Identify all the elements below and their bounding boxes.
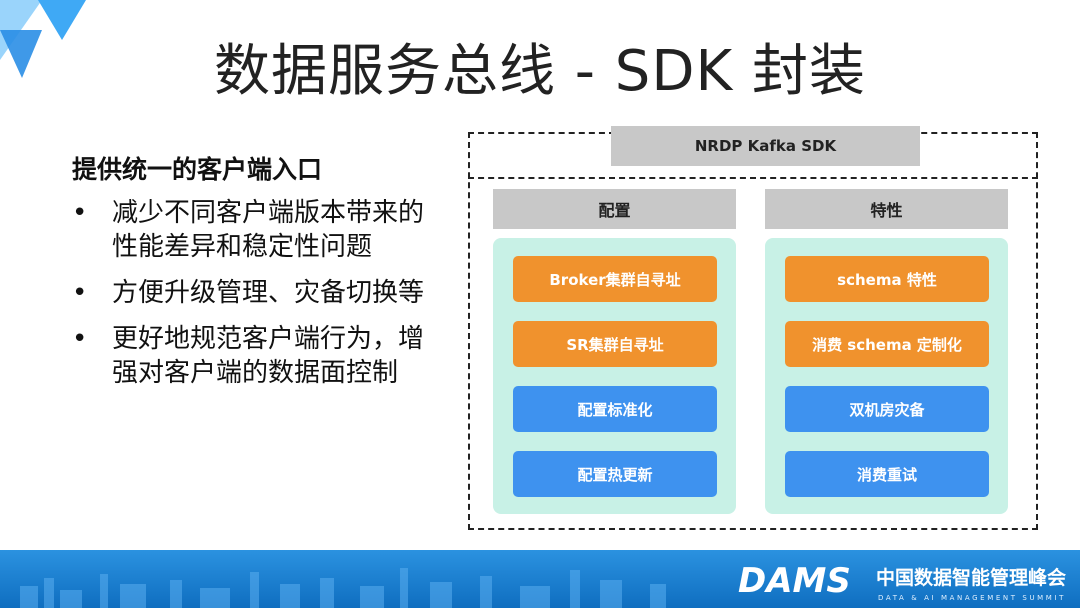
item-config-hot-update: 配置热更新 <box>513 451 717 497</box>
bullet-dot: • <box>72 278 88 308</box>
item-dual-dc-disaster-recovery: 双机房灾备 <box>785 386 989 432</box>
feature-column-header: 特性 <box>765 189 1008 229</box>
bullet-item: • 方便升级管理、灾备切换等 <box>72 276 442 310</box>
config-column-panel: Broker集群自寻址 SR集群自寻址 配置标准化 配置热更新 <box>493 238 736 514</box>
item-consumer-retry: 消费重试 <box>785 451 989 497</box>
item-schema-feature: schema 特性 <box>785 256 989 302</box>
left-text-panel: 提供统一的客户端入口 • 减少不同客户端版本带来的性能差异和稳定性问题 • 方便… <box>72 150 442 402</box>
bullet-item: • 减少不同客户端版本带来的性能差异和稳定性问题 <box>72 196 442 264</box>
sdk-architecture-diagram: NRDP Kafka SDK 配置 特性 Broker集群自寻址 SR集群自寻址… <box>468 126 1040 532</box>
bullet-text: 方便升级管理、灾备切换等 <box>112 278 425 308</box>
slide-title: 数据服务总线 - SDK 封装 <box>214 39 866 104</box>
bullet-text: 更好地规范客户端行为，增强对客户端的数据面控制 <box>112 324 425 388</box>
config-column-header: 配置 <box>493 189 736 229</box>
bullet-dot: • <box>72 324 88 354</box>
feature-column-panel: schema 特性 消费 schema 定制化 双机房灾备 消费重试 <box>765 238 1008 514</box>
city-skyline-graphic <box>20 568 666 608</box>
bullet-dot: • <box>72 198 88 228</box>
corner-triangle-logo <box>0 0 86 78</box>
dashed-divider <box>468 177 1038 179</box>
dams-logo: DAMS <box>738 561 851 601</box>
item-config-standardization: 配置标准化 <box>513 386 717 432</box>
footer-banner: DAMS 中国数据智能管理峰会 DATA & AI MANAGEMENT SUM… <box>0 550 1080 608</box>
item-consumer-schema-custom: 消费 schema 定制化 <box>785 321 989 367</box>
item-broker-cluster-addressing: Broker集群自寻址 <box>513 256 717 302</box>
conference-name: 中国数据智能管理峰会 <box>876 566 1066 589</box>
item-sr-cluster-addressing: SR集群自寻址 <box>513 321 717 367</box>
bullet-list: • 减少不同客户端版本带来的性能差异和稳定性问题 • 方便升级管理、灾备切换等 … <box>72 196 442 390</box>
conference-tagline: DATA & AI MANAGEMENT SUMMIT <box>878 594 1066 602</box>
bullet-item: • 更好地规范客户端行为，增强对客户端的数据面控制 <box>72 322 442 390</box>
sdk-header-box: NRDP Kafka SDK <box>611 126 920 166</box>
subheading: 提供统一的客户端入口 <box>72 155 323 184</box>
bullet-text: 减少不同客户端版本带来的性能差异和稳定性问题 <box>112 198 425 262</box>
